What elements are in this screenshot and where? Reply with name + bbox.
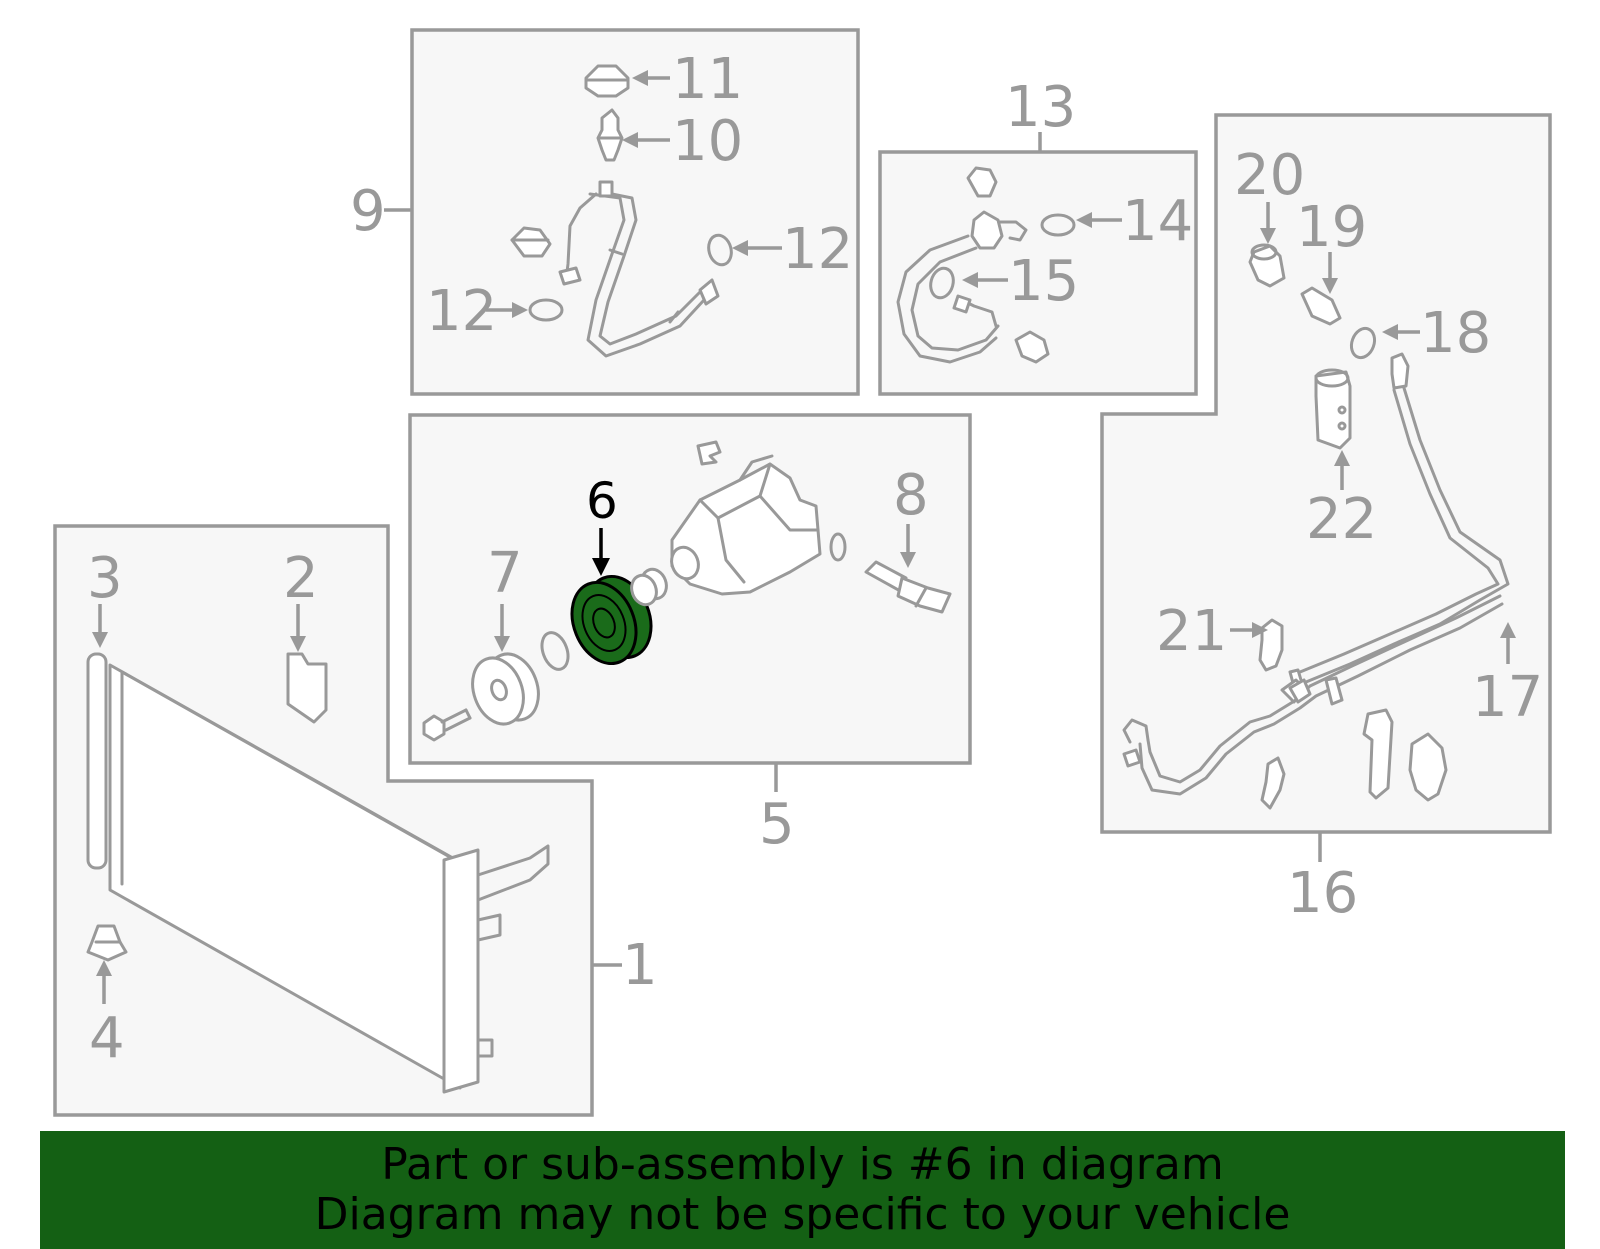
- callout-labels: 1 2 3 4 5 6 7 8 9 10 11 12 12 13 14 15 1…: [87, 47, 1543, 1071]
- hose-part-13: [896, 166, 1050, 364]
- bracket-parts: [1260, 678, 1448, 810]
- footer-line-1: Part or sub-assembly is #6 in diagram: [381, 1139, 1224, 1190]
- o-ring-part-15: [929, 266, 955, 300]
- callout-15: 15: [1008, 249, 1079, 314]
- callout-11: 11: [672, 47, 743, 112]
- callout-16: 16: [1287, 861, 1358, 926]
- valve-core-part-19: [1300, 286, 1342, 326]
- callout-10: 10: [672, 109, 743, 174]
- o-ring-part-14: [1040, 213, 1076, 237]
- cap-part-11: [584, 64, 630, 98]
- shim-ring-part: [540, 631, 570, 671]
- callout-2: 2: [283, 546, 319, 611]
- bolt-part: [422, 708, 472, 742]
- footer-line-2: Diagram may not be specific to your vehi…: [314, 1189, 1291, 1240]
- leader-lines: [92, 70, 1516, 1004]
- line-group-box-16: [1100, 113, 1552, 834]
- callout-8: 8: [893, 463, 929, 528]
- callout-6: 6: [586, 472, 618, 530]
- callout-7: 7: [487, 541, 523, 606]
- bracket-part-2: [286, 652, 328, 724]
- pulley-hub-part-7: [471, 652, 540, 726]
- callout-4: 4: [89, 1006, 125, 1071]
- callout-22: 22: [1306, 487, 1377, 552]
- sensor-part-10: [596, 108, 624, 162]
- cap-part-20: [1248, 243, 1286, 288]
- o-ring-part-12: [528, 233, 733, 322]
- callout-3: 3: [87, 546, 123, 611]
- callout-9: 9: [350, 179, 386, 244]
- condenser-part: [86, 652, 550, 1094]
- expansion-valve-part-22: [1314, 368, 1352, 450]
- callout-1: 1: [622, 933, 658, 998]
- callout-18: 18: [1420, 301, 1491, 366]
- o-ring-part-18: [1349, 326, 1377, 360]
- callout-5: 5: [759, 792, 795, 857]
- callout-20: 20: [1234, 143, 1305, 208]
- callout-17: 17: [1472, 665, 1543, 730]
- callout-14: 14: [1122, 189, 1193, 254]
- callout-13: 13: [1005, 75, 1076, 140]
- callout-12-right: 12: [782, 217, 853, 282]
- mount-insulator-part-4: [86, 924, 128, 962]
- footer-banner: Part or sub-assembly is #6 in diagram Di…: [40, 1131, 1565, 1249]
- compressor-group-box: [408, 413, 972, 765]
- cap-part: [510, 226, 552, 258]
- compressor-body-part: [670, 440, 847, 596]
- callout-12-left: 12: [426, 279, 497, 344]
- hose-part-9: [558, 180, 720, 358]
- callout-19: 19: [1296, 195, 1367, 260]
- callout-21: 21: [1156, 599, 1227, 664]
- pressure-switch-part-8: [864, 560, 952, 614]
- connector-part-21: [1258, 618, 1284, 672]
- coil-part: [630, 567, 668, 607]
